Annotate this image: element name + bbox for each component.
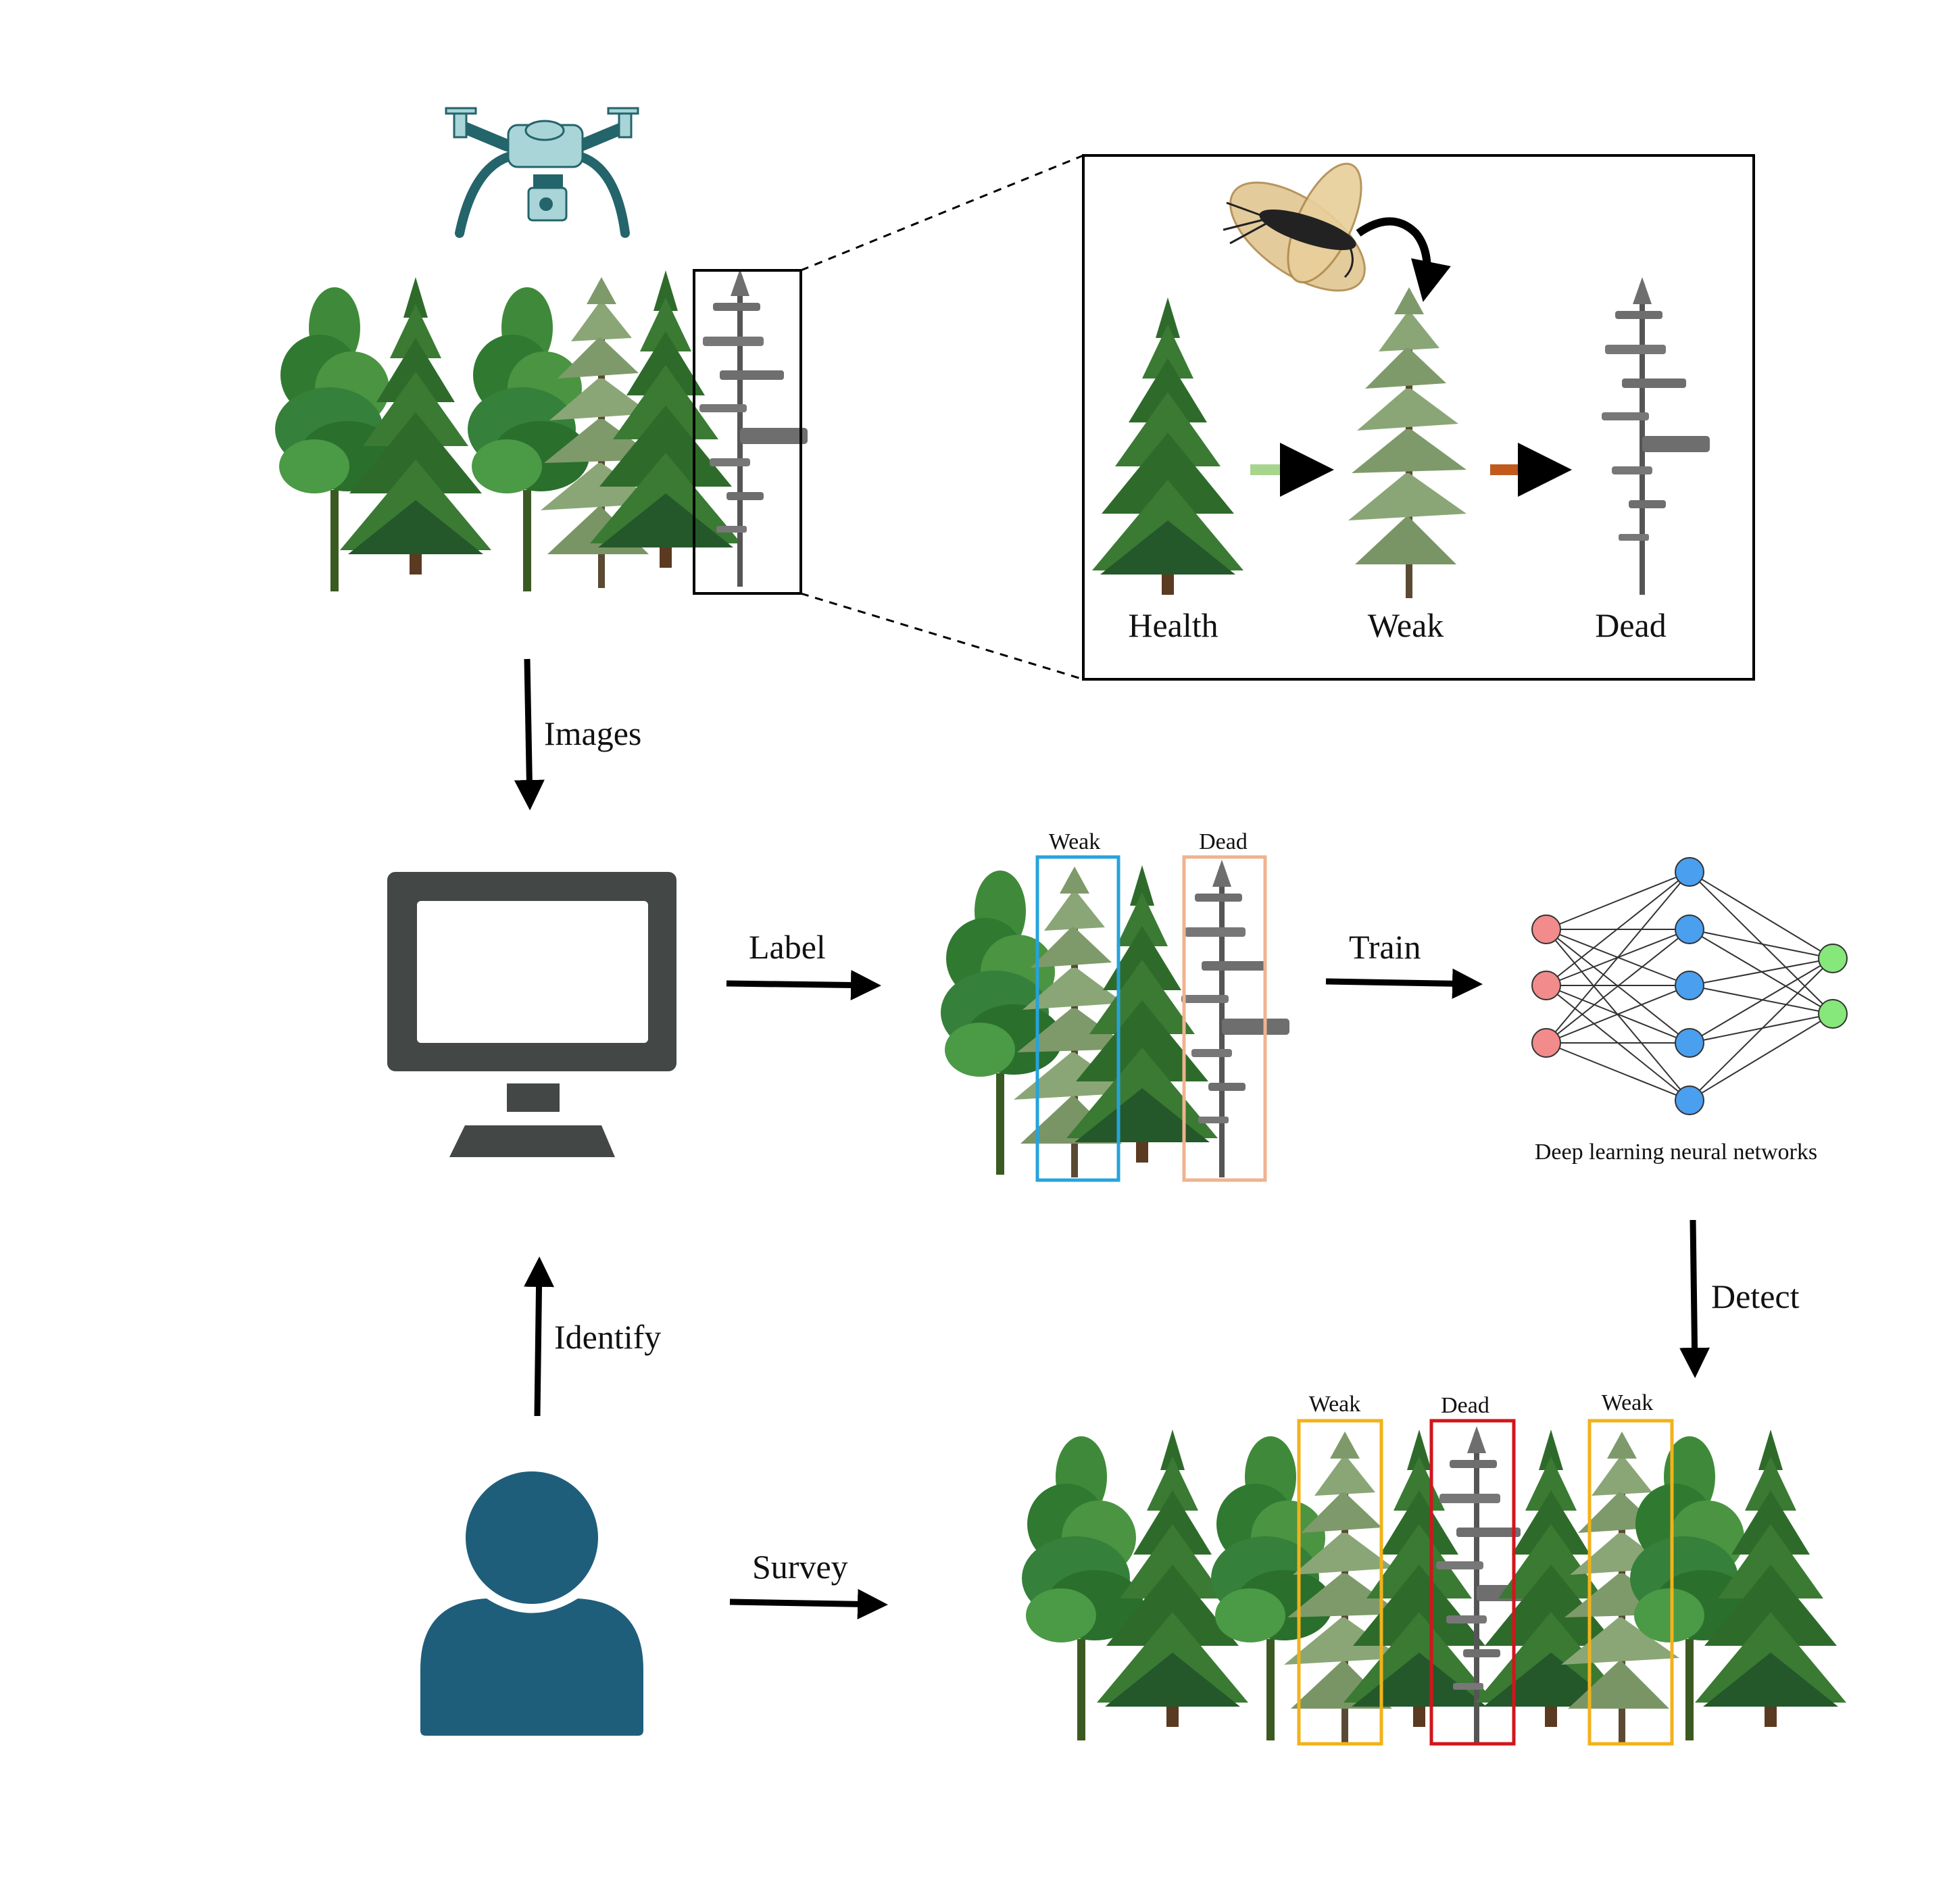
detected-weak-label: Weak [1602,1390,1654,1415]
tree-health-stages-panel: Health Weak Dead [1082,154,1755,681]
zoom-line-top [800,154,1084,272]
nn-edges [1546,871,1833,1101]
nn-hidden-node [1675,1085,1704,1115]
train-label: Train [1349,928,1421,966]
neural-network [1531,857,1848,1115]
detected-dead-label: Dead [1441,1393,1489,1418]
detected-weak-label: Weak [1309,1392,1361,1417]
zoom-selection-box [693,269,802,595]
detected-weak-box [1587,1419,1674,1746]
nn-hidden-node [1675,914,1704,944]
sample-dead-label: Dead [1199,829,1248,854]
sample-dead-box [1182,855,1267,1182]
nn-input-node [1531,914,1561,944]
train-arrow [1325,968,1483,999]
infestation-arrow [1356,217,1451,302]
person-icon [420,1471,643,1736]
drone-icon [445,107,639,238]
labeled-sample: Weak Dead [941,829,1289,1182]
zoom-line-bottom [800,592,1084,681]
images-label: Images [544,714,641,752]
survey-label: Survey [752,1548,848,1586]
nn-input-node [1531,1028,1561,1058]
detect-arrow [1679,1219,1710,1378]
nn-hidden-node [1675,1028,1704,1058]
nn-hidden-node [1675,971,1704,1000]
sample-weak-label: Weak [1049,829,1101,854]
label-label: Label [749,928,826,966]
survey-arrow [729,1588,888,1619]
detected-dead-box [1429,1419,1516,1746]
images-arrow [514,658,545,810]
stage-label-dead: Dead [1595,606,1667,644]
nn-output-node [1818,999,1848,1029]
detection-forest: Weak Dead Weak [1022,1390,1846,1746]
detected-weak-box [1297,1419,1383,1746]
nn-hidden-node [1675,857,1704,887]
aerial-forest [275,269,808,591]
identify-label: Identify [554,1318,661,1356]
detect-label: Detect [1711,1277,1800,1315]
stage-label-weak: Weak [1368,606,1444,644]
network-caption: Deep learning neural networks [1535,1140,1817,1165]
sample-weak-box [1035,855,1120,1182]
label-arrow [726,970,881,1001]
stage-label-health: Health [1128,606,1218,644]
monitor-icon [387,872,676,1157]
insect-icon [1223,162,1366,292]
nn-input-node [1531,971,1561,1000]
identify-arrow [524,1256,555,1417]
nn-output-node [1818,944,1848,973]
